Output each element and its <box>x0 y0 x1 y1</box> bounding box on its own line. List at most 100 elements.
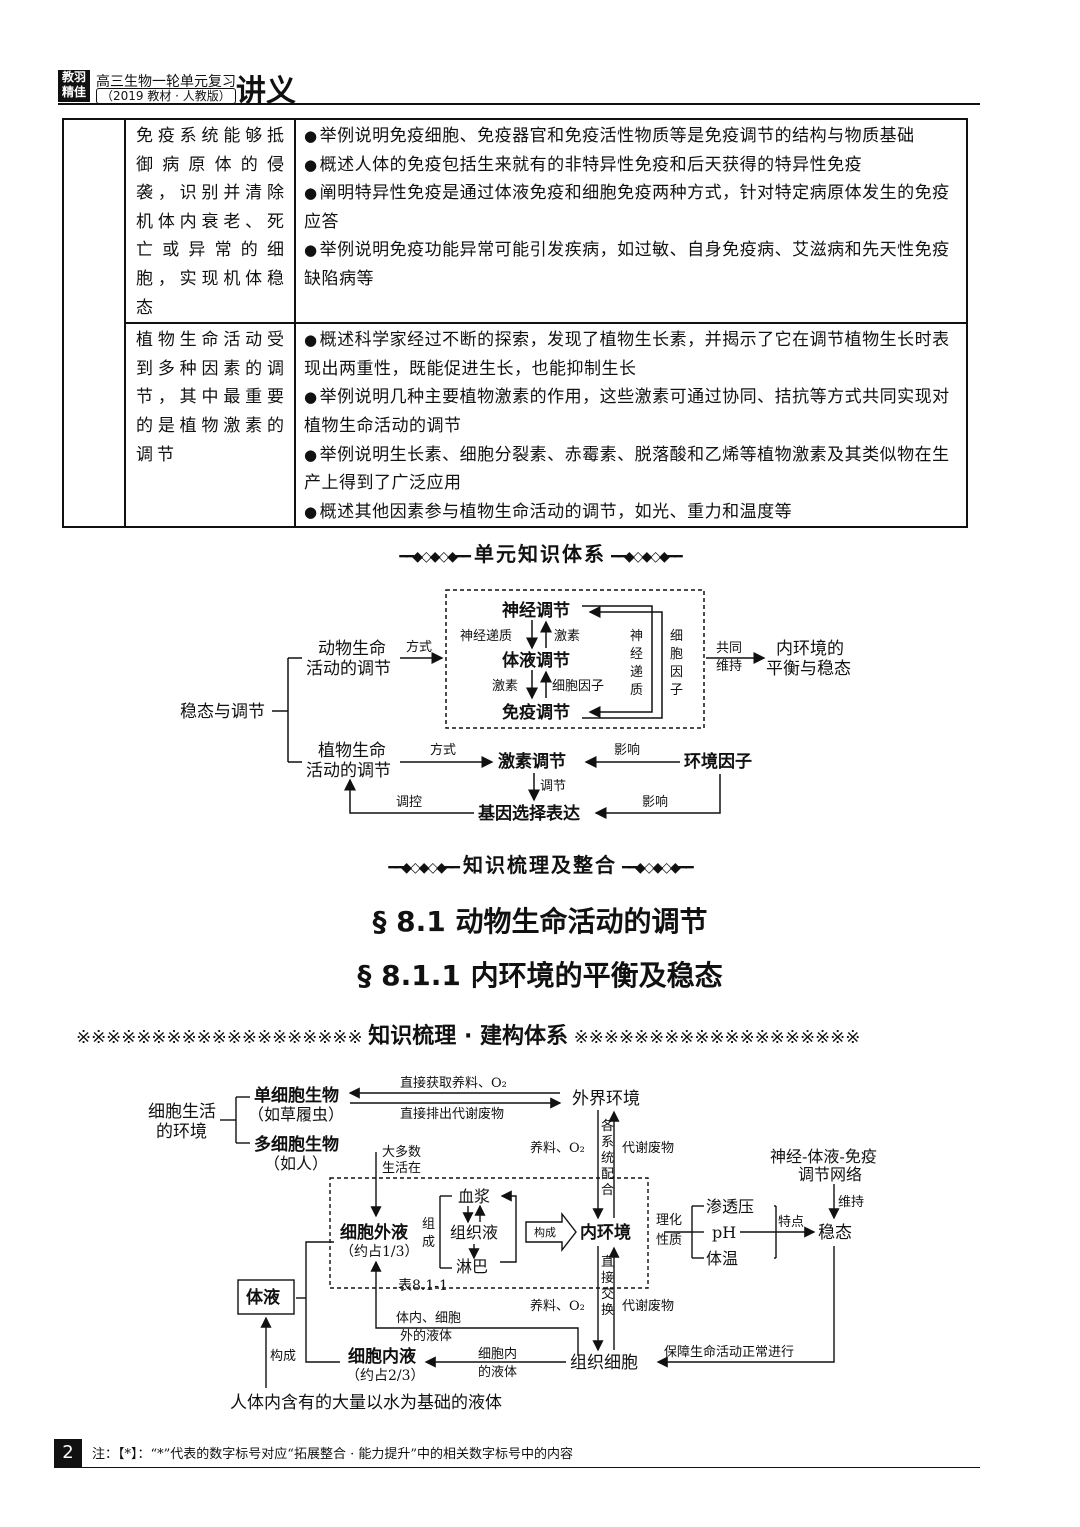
edge-label: 细胞内 <box>478 1346 517 1362</box>
body-fluid-node: 体液 <box>246 1287 280 1308</box>
edge-label: 激素 <box>554 629 580 644</box>
ph-node: pH <box>712 1223 736 1242</box>
ornament-icon: ━━◆◇◆◇◆━━ <box>611 549 683 565</box>
edge-label-2: 性质 <box>656 1233 682 1248</box>
edge-label: 神经递质 <box>460 629 512 644</box>
list-item-text: 概述科学家经过不断的探索，发现了植物生长素，并揭示了它在调节植物生长时表现出两重… <box>304 330 950 379</box>
edge-label: 构成 <box>534 1225 556 1239</box>
cell-env-label: 细胞生活 <box>148 1102 216 1122</box>
list-item-text: 举例说明免疫功能异常可能引发疾病，如过敏、自身免疫病、艾滋病和先天性免疫缺陷病等 <box>304 240 950 289</box>
vertical-label-cf: 细胞因子 <box>670 629 683 698</box>
intracellular-ratio: （约占2/3） <box>346 1368 425 1384</box>
vertical-label-systems: 各系统配合 <box>601 1118 614 1198</box>
list-item-text: 举例说明免疫细胞、免疫器官和免疫活性物质等是免疫调节的结构与物质基础 <box>319 126 915 146</box>
list-item-text: 举例说明几种主要植物激素的作用，这些激素可通过协同、拮抗等方式共同实现对植物生命… <box>304 387 950 436</box>
unicell-node: 单细胞生物 <box>254 1085 339 1106</box>
edge-label: 体内、细胞 <box>396 1310 461 1326</box>
list-item: 概述人体的免疫包括生来就有的非特异性免疫和后天获得的特异性免疫 <box>304 151 960 180</box>
edition-label: （2019 教材 · 人教版） <box>96 88 236 104</box>
co-maintain-label: 共同 <box>716 641 742 656</box>
result-label: 内环境的 <box>776 639 844 659</box>
table-cell-points: 举例说明免疫细胞、免疫器官和免疫活性物质等是免疫调节的结构与物质基础 概述人体的… <box>294 117 968 325</box>
ornament-icon: ━━◆◇◆◇◆━━ <box>399 549 471 565</box>
vertical-label-exchange: 直接交换 <box>601 1255 614 1318</box>
intracellular-node: 细胞内液 <box>348 1346 416 1367</box>
edge-label: 调节 <box>540 779 566 794</box>
header-rule <box>58 103 980 105</box>
network-label-2: 调节网络 <box>798 1165 862 1184</box>
table-row: 植物生命活动受到多种因素的调节，其中最重要的是植物激素的调节 概述科学家经过不断… <box>63 322 968 529</box>
list-item: 概述其他因素参与植物生命活动的调节，如光、重力和温度等 <box>304 498 960 527</box>
edge-label: 养料、O₂ <box>530 1140 585 1156</box>
temp-node: 体温 <box>706 1249 738 1268</box>
osmotic-node: 渗透压 <box>706 1197 754 1216</box>
edge-label: 调控 <box>396 795 422 810</box>
lymph-node: 淋巴 <box>456 1257 488 1276</box>
edge-label: 大多数 <box>382 1144 421 1160</box>
edge-label-2: 的液体 <box>478 1364 517 1380</box>
multicell-example: （如人） <box>264 1154 328 1173</box>
multicell-node: 多细胞生物 <box>254 1134 339 1155</box>
list-item-text: 举例说明生长素、细胞分裂素、赤霉素、脱落酸和乙烯等植物激素及其类似物在生产上得到… <box>304 444 950 494</box>
co-maintain-label-2: 维持 <box>716 659 742 674</box>
list-item-text: 概述人体的免疫包括生来就有的非特异性免疫和后天获得的特异性免疫 <box>319 154 863 175</box>
edge-label: 直接获取养料、O₂ <box>400 1075 507 1091</box>
way-label: 方式 <box>406 639 432 655</box>
definition-label: 人体内含有的大量以水为基础的液体 <box>230 1393 502 1413</box>
edge-label: 理化 <box>656 1213 682 1228</box>
regulation-diagram: 稳态与调节 动物生命 活动的调节 植物生命 活动的调节 方式 方式 神经调节 体… <box>180 589 851 824</box>
list-item: 举例说明几种主要植物激素的作用，这些激素可通过协同、拮抗等方式共同实现对植物生命… <box>304 383 960 440</box>
internal-environment-diagram: 细胞生活 的环境 单细胞生物 （如草履虫） 多细胞生物 （如人） 直接获取养料、… <box>148 1075 877 1413</box>
homeostasis-node: 稳态 <box>818 1223 852 1243</box>
section-title: 单元知识体系 <box>474 542 606 566</box>
edge-label: 维持 <box>838 1195 864 1210</box>
list-item-text: 阐明特异性免疫是通过体液免疫和细胞免疫两种方式，针对特定病原体发生的免疫应答 <box>304 183 950 232</box>
plant-label-2: 活动的调节 <box>306 761 391 781</box>
table-cell-points: 概述科学家经过不断的探索，发现了植物生长素，并揭示了它在调节植物生长时表现出两重… <box>294 322 968 529</box>
list-item-text: 概述其他因素参与植物生命活动的调节，如光、重力和温度等 <box>319 501 793 522</box>
table-cell-blank <box>62 117 126 529</box>
section-banner: ━━◆◇◆◇◆━━ 知识梳理及整合 ━━◆◇◆◇◆━━ <box>290 849 790 878</box>
table-cell-concept: 免疫系统能够抵御病原体的侵袭，识别并清除机体内衰老、死亡或异常的细胞，实现机体稳… <box>124 117 296 325</box>
way-label: 方式 <box>430 742 456 758</box>
animal-label: 动物生命 <box>318 639 386 659</box>
extracellular-node: 细胞外液 <box>340 1222 408 1243</box>
subsection-banner: ※※※※※※※※※※※※※※※※※※※ 知识梳理 · 建构体系 ※※※※※※※※… <box>76 1018 1006 1050</box>
publisher-logo: 教羽精佳 <box>58 70 90 102</box>
edge-label: 代谢废物 <box>622 1298 674 1314</box>
plasma-node: 血浆 <box>458 1187 490 1206</box>
edge-label-2: 生活在 <box>382 1161 421 1176</box>
chapter-title: § 8.1 动物生命活动的调节 <box>372 905 708 938</box>
subsection-title: 知识梳理 · 建构体系 <box>368 1024 568 1049</box>
extracellular-ratio: （约占1/3） <box>340 1244 419 1260</box>
humoral-node: 体液调节 <box>502 650 570 671</box>
ornament-icon: ━━◆◇◆◇◆━━ <box>622 860 694 876</box>
table-ref: 表8.1-1 <box>398 1278 448 1294</box>
series-title: 高三生物一轮单元复习 <box>96 74 236 90</box>
edge-label: 影响 <box>642 794 668 810</box>
internal-env-node: 内环境 <box>580 1222 631 1243</box>
nerve-node: 神经调节 <box>502 600 570 621</box>
vertical-label-nt: 神经递质 <box>630 629 643 698</box>
ornament-icon: ━━◆◇◆◇◆━━ <box>388 860 460 876</box>
edge-label: 激素 <box>492 679 518 694</box>
plant-label: 植物生命 <box>318 741 386 761</box>
hormone-reg-node: 激素调节 <box>498 751 566 772</box>
table-cell-concept: 植物生命活动受到多种因素的调节，其中最重要的是植物激素的调节 <box>124 322 296 529</box>
edge-label: 影响 <box>614 742 640 758</box>
edge-label: 代谢废物 <box>622 1140 674 1156</box>
page-number: 2 <box>54 1439 82 1467</box>
list-item: 概述科学家经过不断的探索，发现了植物生长素，并揭示了它在调节植物生长时表现出两重… <box>304 326 960 383</box>
edge-label: 保障生命活动正常进行 <box>664 1344 794 1360</box>
outer-env-node: 外界环境 <box>572 1089 640 1109</box>
vertical-label-compose: 组成 <box>422 1217 435 1250</box>
table-row: 免疫系统能够抵御病原体的侵袭，识别并清除机体内衰老、死亡或异常的细胞，实现机体稳… <box>62 117 968 529</box>
curriculum-table: 免疫系统能够抵御病原体的侵袭，识别并清除机体内衰老、死亡或异常的细胞，实现机体稳… <box>62 117 968 529</box>
list-item: 阐明特异性免疫是通过体液免疫和细胞免疫两种方式，针对特定病原体发生的免疫应答 <box>304 179 960 236</box>
animal-label-2: 活动的调节 <box>306 659 391 679</box>
edge-label: 构成 <box>270 1349 296 1364</box>
cell-env-label-2: 的环境 <box>156 1122 207 1142</box>
list-item: 举例说明免疫细胞、免疫器官和免疫活性物质等是免疫调节的结构与物质基础 <box>304 122 960 151</box>
star-row: ※※※※※※※※※※※※※※※※※※※ <box>76 1027 363 1048</box>
edge-label: 细胞因子 <box>552 679 604 694</box>
